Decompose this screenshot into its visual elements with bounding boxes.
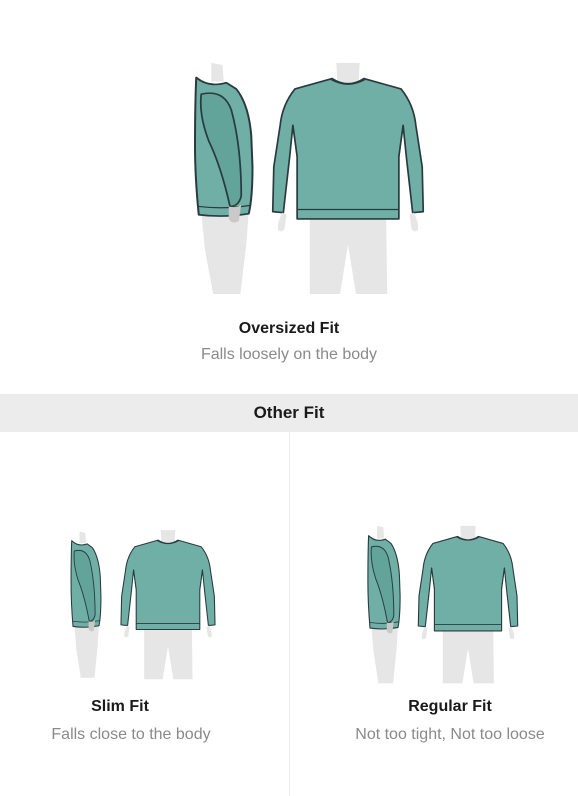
oversized-fit-title: Oversized Fit — [238, 320, 340, 337]
other-fit-section-header: Other Fit — [0, 394, 578, 432]
regular-fit-description: Not too tight, Not too loose — [355, 726, 545, 743]
oversized-side-figure — [194, 61, 254, 294]
slim-fit-title: Slim Fit — [91, 698, 149, 715]
slim-fit-description: Falls close to the body — [51, 726, 211, 743]
other-fit-heading: Other Fit — [253, 403, 325, 422]
regular-fit-title: Regular Fit — [408, 698, 492, 715]
slim-front-figure — [120, 529, 216, 680]
oversized-fit-description: Falls loosely on the body — [200, 346, 378, 363]
regular-front-figure — [417, 525, 519, 684]
slim-side-figure — [70, 531, 102, 679]
column-divider — [289, 432, 290, 796]
regular-side-figure — [367, 525, 401, 684]
oversized-front-figure — [271, 62, 425, 294]
